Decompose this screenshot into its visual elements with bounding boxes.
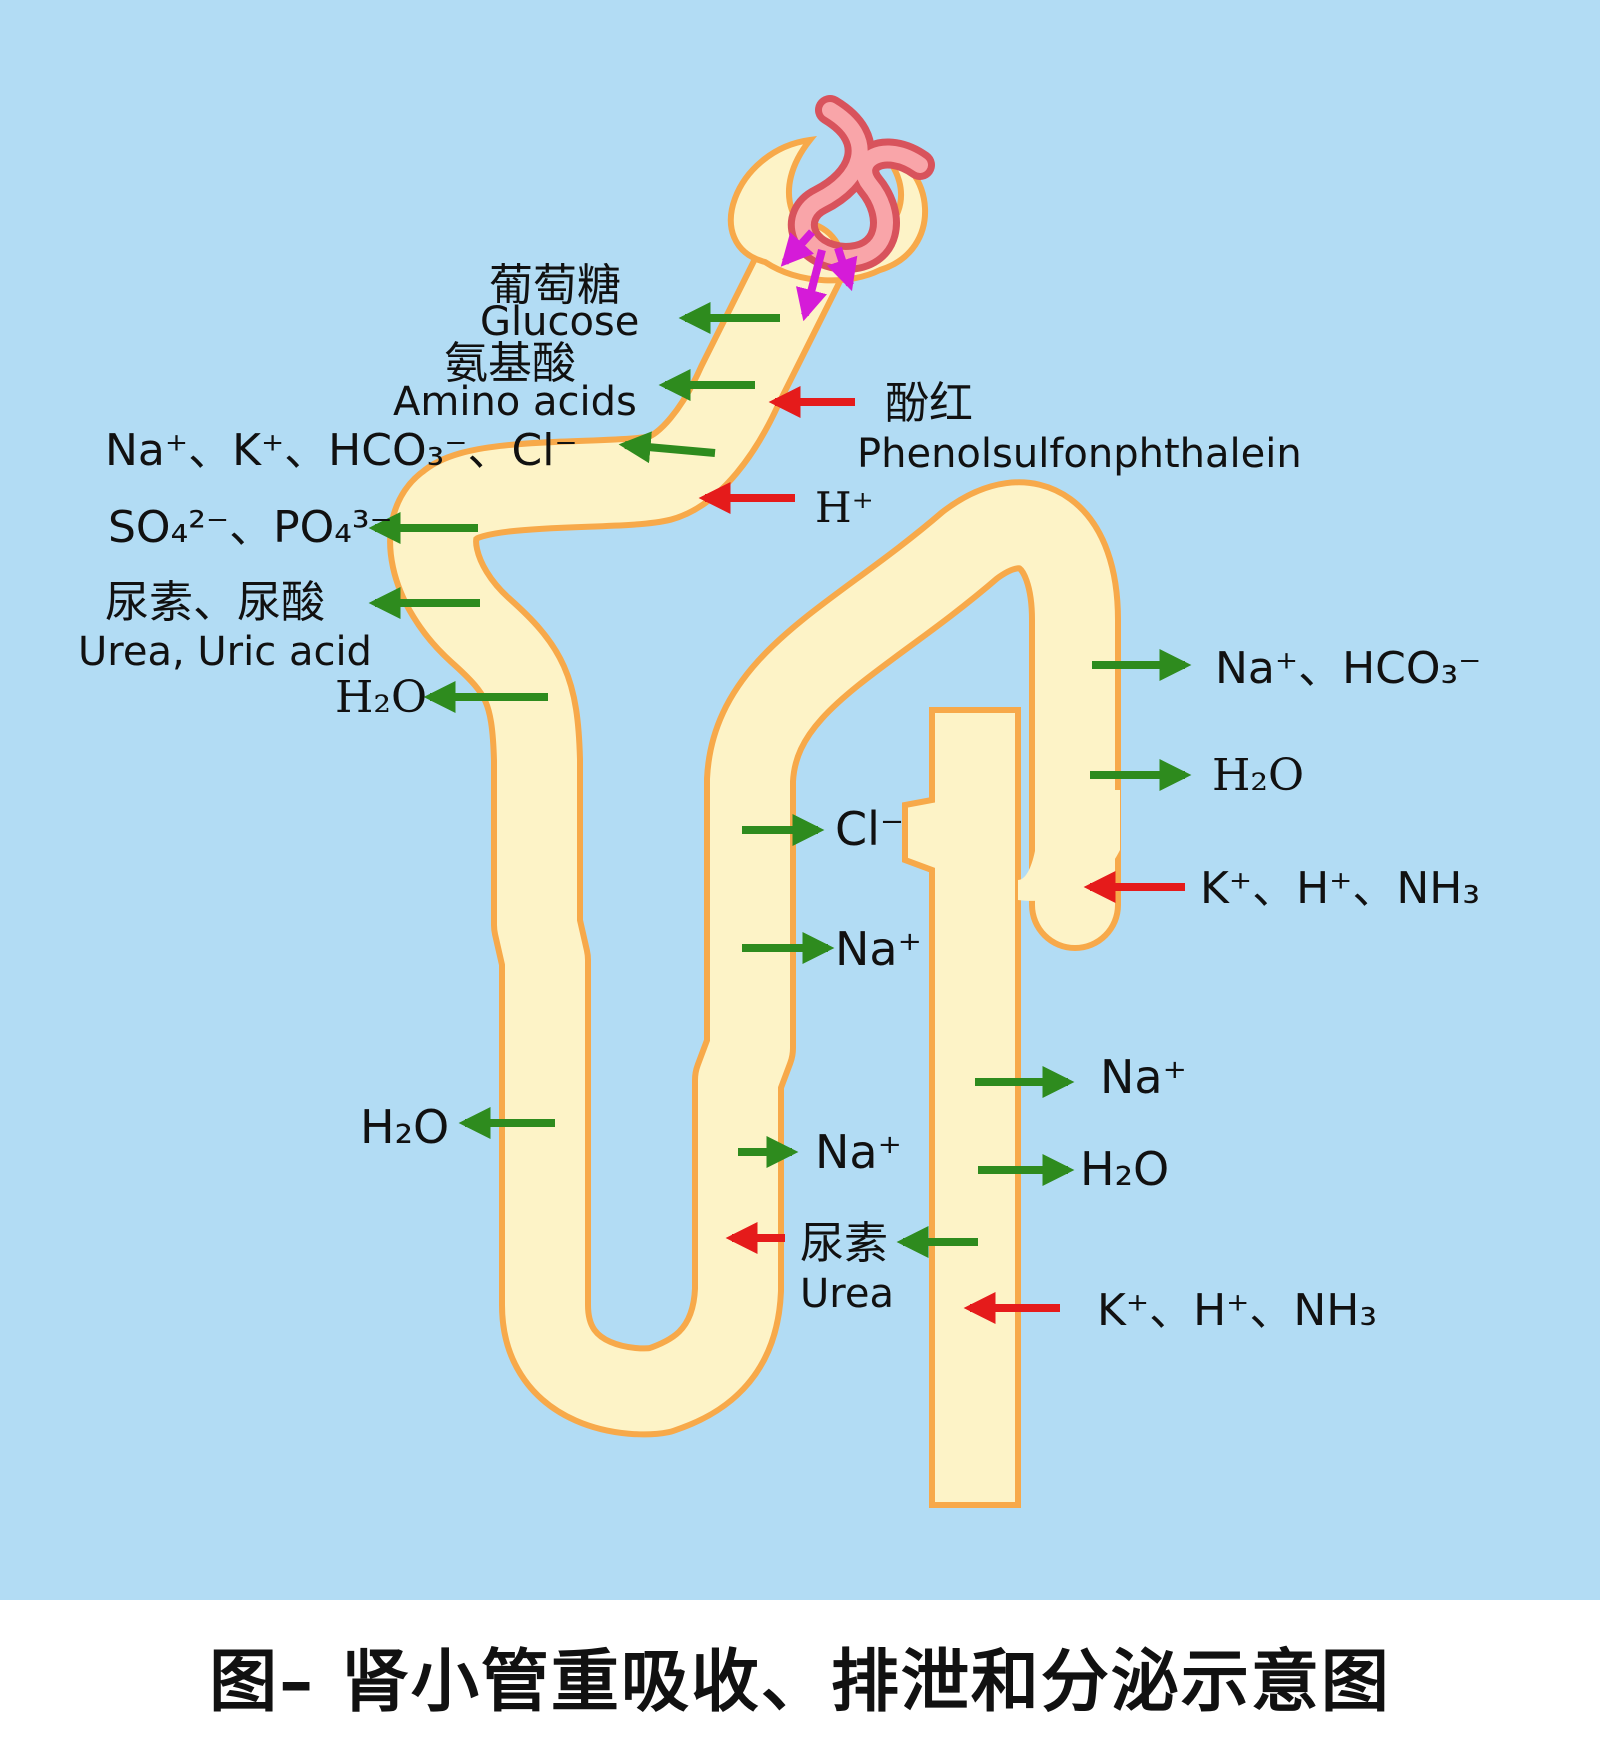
label-glucose-en: Glucose	[480, 299, 639, 345]
label-cd-na: Na⁺	[1100, 1050, 1187, 1104]
label-h2o-desc: H₂O	[360, 1100, 449, 1154]
label-na-thin: Na⁺	[815, 1125, 902, 1179]
label-amino-en: Amino acids	[393, 379, 637, 425]
labels: 葡萄糖 Glucose 氨基酸 Amino acids Na⁺、K⁺、HCO₃⁻…	[78, 260, 1481, 1336]
label-cd-h2o: H₂O	[1080, 1142, 1169, 1196]
label-h-plus: H⁺	[815, 483, 874, 532]
arrow-ions1	[618, 431, 716, 464]
filtration-arrow	[795, 248, 827, 322]
label-amino-cn: 氨基酸	[444, 338, 576, 389]
label-ions1: Na⁺、K⁺、HCO₃⁻、Cl⁻	[105, 425, 578, 476]
label-urea-cn: 尿素、尿酸	[105, 577, 325, 628]
label-ions2: SO₄²⁻、PO₄³⁻	[108, 502, 393, 553]
filtration-arrow	[826, 246, 858, 292]
label-urea-loop-cn: 尿素	[800, 1218, 888, 1269]
label-urea-loop-en: Urea	[800, 1271, 894, 1317]
figure-caption: 图– 肾小管重吸收、排泄和分泌示意图	[209, 1642, 1391, 1722]
label-urea-en: Urea, Uric acid	[78, 629, 372, 675]
label-phenol-cn: 酚红	[885, 378, 973, 429]
reabsorption-arrows	[368, 302, 1192, 1258]
label-dct-na-hco3: Na⁺、HCO₃⁻	[1215, 643, 1481, 694]
nephron-diagram: 葡萄糖 Glucose 氨基酸 Amino acids Na⁺、K⁺、HCO₃⁻…	[0, 0, 1600, 1600]
filtration-arrows	[780, 229, 858, 322]
label-dct-secretion: K⁺、H⁺、NH₃	[1200, 863, 1480, 914]
secretion-arrows	[698, 386, 1185, 1324]
filtration-arrow	[780, 229, 815, 267]
label-dct-h2o: H₂O	[1212, 750, 1304, 801]
label-na-thick: Na⁺	[835, 922, 922, 976]
tubule-lumen	[393, 225, 1115, 1432]
label-h2o-pct: H₂O	[335, 672, 427, 723]
label-glucose-cn: 葡萄糖	[489, 260, 621, 311]
label-cd-secretion: K⁺、H⁺、NH₃	[1097, 1285, 1377, 1336]
label-phenol-en: Phenolsulfonphthalein	[857, 431, 1302, 477]
label-cl: Cl⁻	[835, 802, 904, 856]
